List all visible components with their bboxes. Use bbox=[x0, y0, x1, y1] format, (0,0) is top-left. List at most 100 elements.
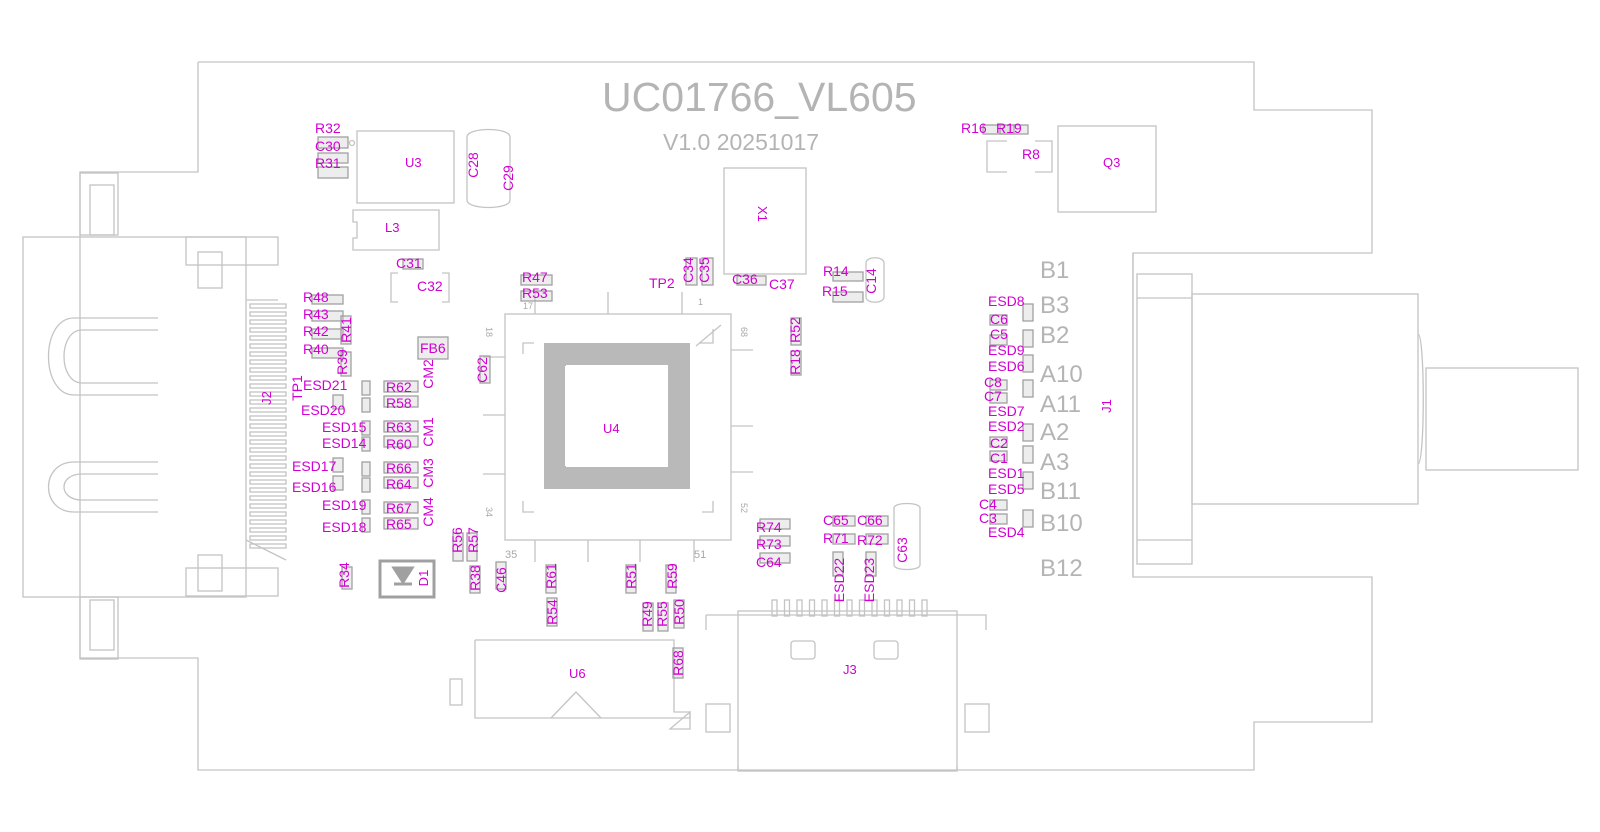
smd-pad bbox=[673, 599, 685, 629]
smd-pad bbox=[361, 436, 371, 452]
ref-c7: C7 bbox=[984, 388, 1002, 404]
j2-ear-top-inner bbox=[89, 184, 115, 236]
u6-notch bbox=[550, 691, 602, 719]
ref-c14: C14 bbox=[863, 268, 879, 294]
j1-barrel bbox=[1191, 293, 1419, 505]
ref-cm1: CM1 bbox=[420, 417, 436, 447]
usb-pin-label: B12 bbox=[1040, 555, 1083, 582]
ref-r14: R14 bbox=[823, 263, 849, 279]
ref-cm4: CM4 bbox=[420, 497, 436, 527]
smd-pad bbox=[383, 435, 419, 448]
smd-pad bbox=[311, 328, 344, 340]
smd-pad bbox=[989, 314, 1008, 326]
j3-rail bbox=[706, 614, 987, 630]
ref-esd23: ESD23 bbox=[861, 558, 877, 603]
j1-flange bbox=[1136, 273, 1193, 565]
smd-pad bbox=[1022, 423, 1034, 442]
ref-cm3: CM3 bbox=[420, 458, 436, 488]
j2-pin bbox=[249, 471, 287, 477]
smd-pad bbox=[332, 394, 344, 410]
ref-fb6: FB6 bbox=[420, 340, 446, 356]
ref-c4: C4 bbox=[979, 496, 997, 512]
smd-pad bbox=[865, 533, 889, 545]
j3-shell bbox=[737, 610, 958, 772]
j1-connector bbox=[1136, 273, 1579, 565]
ref-r54: R54 bbox=[544, 599, 560, 625]
ref-r55: R55 bbox=[654, 601, 670, 627]
board-title: UC01766_VL605 bbox=[602, 74, 917, 120]
j3-pin-row bbox=[771, 599, 928, 617]
j3-pin bbox=[771, 599, 778, 617]
smd-pad bbox=[383, 461, 419, 474]
smd-pad bbox=[340, 315, 352, 345]
smd-pad bbox=[520, 274, 553, 286]
ref-r49: R49 bbox=[639, 601, 655, 627]
u4-pin-51: 51 bbox=[694, 549, 706, 561]
chip-label-j3: J3 bbox=[843, 662, 857, 677]
j3-pin bbox=[908, 599, 916, 617]
j3-pin bbox=[846, 599, 853, 617]
smd-pad bbox=[383, 501, 419, 514]
ref-cm2: CM2 bbox=[420, 359, 436, 389]
ref-c35: C35 bbox=[696, 257, 712, 283]
smd-pad bbox=[311, 347, 344, 359]
d1-diode-symbol bbox=[391, 566, 415, 586]
j2-pin bbox=[249, 415, 287, 421]
chip-label-u6: U6 bbox=[569, 666, 586, 681]
smd-pad bbox=[1022, 303, 1034, 322]
ref-c62: C62 bbox=[474, 357, 490, 383]
smd-pad bbox=[989, 450, 1008, 462]
ref-r19: R19 bbox=[996, 120, 1022, 136]
ref-c6: C6 bbox=[990, 311, 1008, 327]
u4-pin1-marker bbox=[699, 329, 714, 344]
u3-pin1-dot bbox=[348, 139, 356, 147]
j2-connector bbox=[22, 172, 287, 660]
u4-package bbox=[483, 292, 753, 562]
j2-ear-top bbox=[79, 172, 119, 236]
smd-pad bbox=[361, 517, 371, 533]
smd-pad bbox=[832, 533, 856, 545]
j2-hook-bottom-inner bbox=[63, 473, 158, 501]
smd-pad bbox=[361, 461, 371, 477]
j2-ear-bottom bbox=[79, 596, 119, 660]
ref-esd18: ESD18 bbox=[322, 519, 367, 535]
smd-pad bbox=[759, 518, 791, 530]
ref-tp1: TP1 bbox=[289, 375, 305, 401]
ref-esd4: ESD4 bbox=[988, 524, 1025, 540]
j2-ear-bottom-inner bbox=[89, 599, 115, 651]
j2-pin-row bbox=[249, 303, 287, 549]
chip-label-d1: D1 bbox=[416, 570, 431, 587]
ref-esd19: ESD19 bbox=[322, 497, 367, 513]
j2-latch-top bbox=[185, 236, 279, 266]
smd-pad bbox=[989, 392, 1008, 404]
smd-pad bbox=[989, 499, 1008, 511]
d1-outline bbox=[378, 559, 436, 599]
ref-r41: R41 bbox=[338, 317, 354, 343]
smd-pad bbox=[332, 457, 344, 473]
j3-pin bbox=[921, 599, 928, 617]
ref-r43: R43 bbox=[303, 306, 329, 322]
j2-pin bbox=[249, 399, 287, 405]
chip-label-j1: J1 bbox=[1099, 399, 1114, 413]
ref-r61: R61 bbox=[543, 563, 559, 589]
smd-pad bbox=[989, 436, 1008, 448]
ref-r66: R66 bbox=[386, 460, 412, 476]
ref-c8: C8 bbox=[984, 374, 1002, 390]
smd-pad bbox=[657, 602, 669, 632]
usb-pin-label: A2 bbox=[1040, 419, 1069, 446]
ref-r38: R38 bbox=[467, 565, 483, 591]
smd-pad bbox=[982, 124, 1015, 135]
ref-r71: R71 bbox=[823, 530, 849, 546]
j3-connector bbox=[705, 599, 990, 772]
smd-pad bbox=[999, 124, 1029, 135]
smd-pad bbox=[1022, 471, 1034, 490]
ref-r50: R50 bbox=[671, 599, 687, 625]
smd-pad bbox=[1022, 329, 1034, 348]
ref-c29: C29 bbox=[500, 165, 516, 191]
j2-pin bbox=[249, 311, 287, 317]
j2-pin bbox=[249, 511, 287, 517]
smd-pad bbox=[452, 532, 464, 562]
j3-tab-left bbox=[705, 703, 731, 733]
smd-pad bbox=[1022, 509, 1034, 528]
ref-esd9: ESD9 bbox=[988, 342, 1025, 358]
